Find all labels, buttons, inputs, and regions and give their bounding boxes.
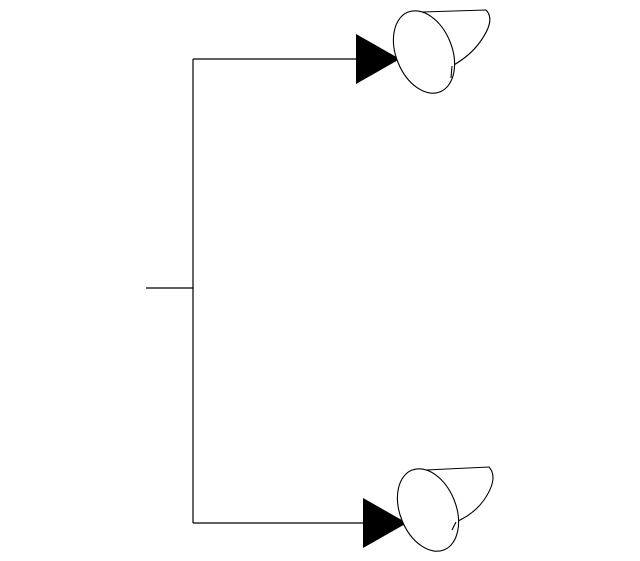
- upper-cone-icon: [392, 9, 491, 94]
- lower-cone-icon: [396, 466, 494, 552]
- upper-arrowhead: [356, 34, 400, 84]
- lower-arrowhead: [363, 498, 407, 548]
